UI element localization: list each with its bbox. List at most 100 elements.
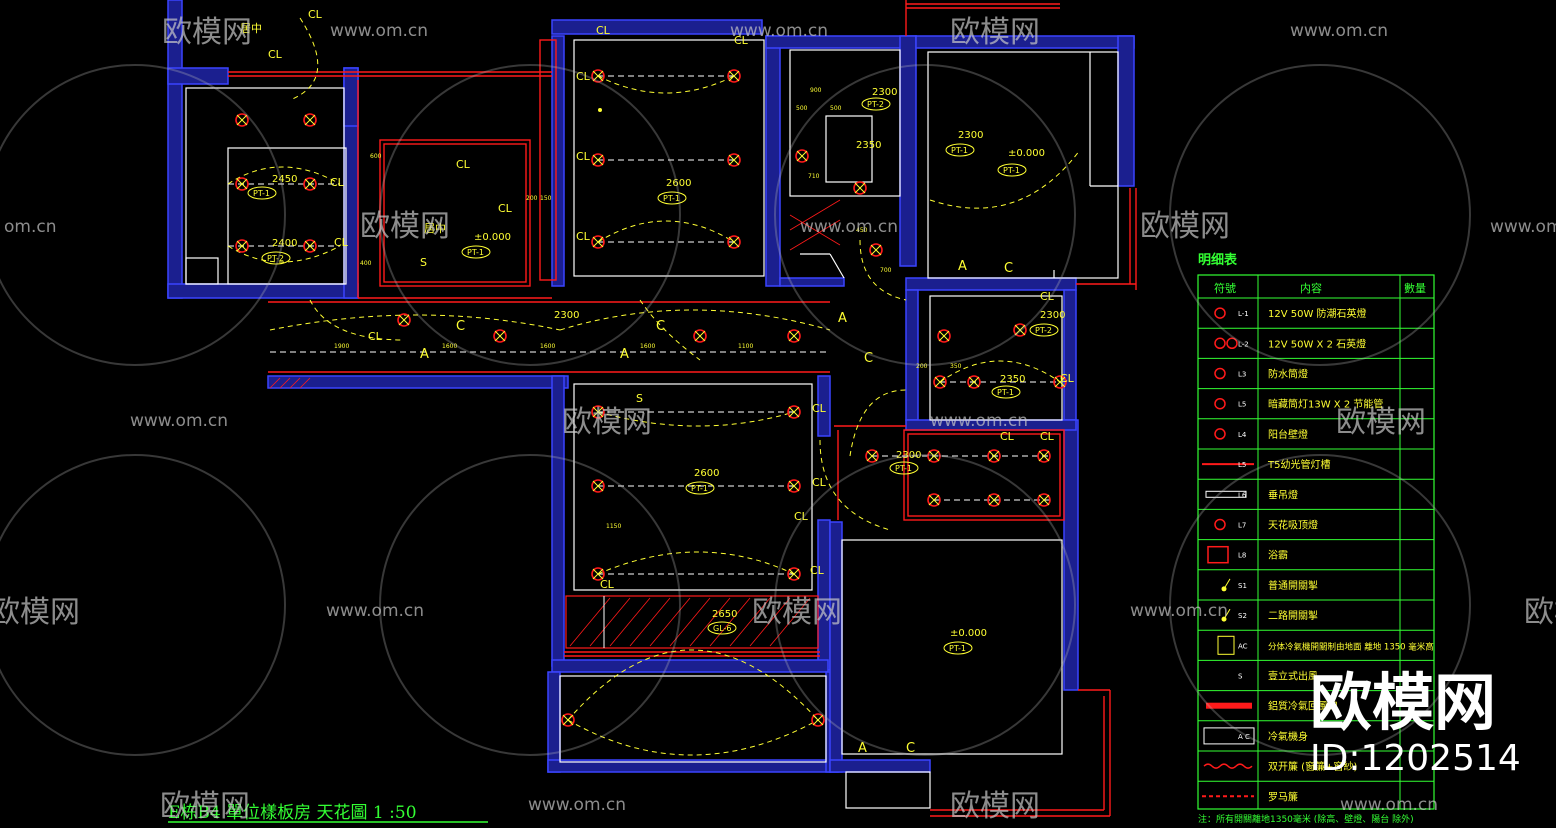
legend-row: 罗马簾 <box>1198 780 1434 803</box>
legend-description: 暗藏筒灯13W X 2 节能管 <box>1268 398 1383 411</box>
tag-8: PT-2 <box>1029 323 1059 337</box>
watermark-site-1: www.om.cn <box>330 21 428 41</box>
legend-code: AC <box>1238 642 1248 650</box>
legend-row: AC 分体冷氣機開關制由地面 離地 1350 毫米高 <box>1198 629 1434 655</box>
dim-10: 400 <box>360 260 372 267</box>
centerline-mark: CL <box>456 158 471 171</box>
watermark-brand-11: 欧模网 <box>950 789 1040 824</box>
legend-row: 鋁質冷氣回風口 <box>1198 690 1434 713</box>
watermark-id: ID:1202514 <box>1310 738 1521 779</box>
legend-symbol-icon <box>1214 518 1226 531</box>
watermark-site-9: www.om.cn <box>326 601 424 621</box>
legend-symbol-icon <box>1205 490 1247 498</box>
legend-symbol-icon <box>1207 545 1229 564</box>
legend-description: 鋁質冷氣回風口 <box>1268 700 1338 713</box>
watermark-brand-2: 欧模网 <box>950 15 1040 50</box>
legend-description: 二路開關掣 <box>1268 609 1318 622</box>
tag-1: PT-1 <box>247 186 277 200</box>
light-fixture-icon <box>987 493 1001 507</box>
legend-code: A C <box>1238 733 1250 741</box>
legend-description: 冷氣機身 <box>1268 730 1308 743</box>
light-fixture-icon <box>561 713 575 727</box>
watermark-brand-6: 欧模网 <box>1336 405 1426 440</box>
watermark-brand-4: 欧模网 <box>1140 209 1230 244</box>
watermark-site-10: www.om.cn <box>1130 601 1228 621</box>
light-fixture-icon <box>811 713 825 727</box>
legend-description: 分体冷氣機開關制由地面 離地 1350 毫米高 <box>1268 641 1434 652</box>
legend-row: 双开簾 (窗簾+窗紗) <box>1198 750 1434 773</box>
dim-4: 1600 <box>640 343 655 350</box>
tag-7: PT-1 <box>997 163 1027 177</box>
dim-2: 1600 <box>442 343 457 350</box>
height-10: 2600 <box>694 468 719 479</box>
legend-description: 12V 50W 防潮石英燈 <box>1268 307 1367 320</box>
light-fixture-icon <box>1037 493 1051 507</box>
legend-footnote: 注：所有開關離地1350毫米 (除高、壁燈、陽台 除外) <box>1198 813 1414 824</box>
legend-symbol-icon <box>1203 763 1253 769</box>
light-fixture-icon <box>927 493 941 507</box>
svg-text:PT-1: PT-1 <box>895 464 912 473</box>
light-fixture-icon <box>927 449 941 463</box>
light-fixture-icon <box>591 405 605 419</box>
legend-code: S <box>1238 673 1243 681</box>
light-fixture-icon <box>1037 449 1051 463</box>
tag-11: PT-1 <box>889 461 919 475</box>
hatched-strip <box>269 199 841 389</box>
legend-code: L4 <box>1238 431 1247 439</box>
watermark-site-6: www.om.cn <box>1490 217 1556 237</box>
legend-code: L5 <box>1238 401 1246 409</box>
legend-symbol-icon <box>1214 367 1226 380</box>
dim-11: 150 <box>540 195 552 202</box>
section-letter-7: A <box>958 259 967 274</box>
drawing-title: E栋B4 單位樣板房 天花圖 1 :50 <box>168 803 488 823</box>
watermark-brand-large: 欧模网 <box>1310 666 1496 739</box>
legend-code: S2 <box>1238 612 1247 620</box>
ceiling-boundaries <box>228 0 1137 817</box>
height-13: ±0.000 <box>474 232 511 243</box>
watermark-site-7: www.om.cn <box>130 411 228 431</box>
centerline-mark: CL <box>812 402 827 415</box>
light-fixture-icon <box>493 329 507 343</box>
dimension-labels: 1900 1600 1600 1600 1100 900 500 500 600… <box>334 87 962 530</box>
legend-symbol-icon <box>1214 397 1226 410</box>
legend-symbol-icon <box>1214 337 1226 350</box>
legend-symbol-icon <box>1214 428 1226 440</box>
centerline-mark: CL <box>268 48 283 61</box>
svg-text:PT-1: PT-1 <box>997 388 1014 397</box>
light-fixture-icon <box>787 567 801 581</box>
legend-header-qty: 數量 <box>1404 282 1426 295</box>
svg-text:PT-2: PT-2 <box>267 254 284 263</box>
wiring-runs <box>227 17 1081 756</box>
height-markers <box>598 108 602 112</box>
legend-symbol-icon <box>1217 635 1235 655</box>
centerline-mark: CL <box>308 8 323 21</box>
light-fixture-icon <box>727 69 741 83</box>
legend-description: 12V 50W X 2 石英燈 <box>1268 337 1366 350</box>
centerline-mark: CL <box>596 24 611 37</box>
legend-code: L-1 <box>1238 310 1249 318</box>
tag-6: PT-1 <box>945 143 975 157</box>
centerline-mark: CL <box>1000 430 1015 443</box>
dim-8: 500 <box>830 105 842 112</box>
legend-row: L-1 12V 50W 防潮石英燈 <box>1198 297 1434 320</box>
section-letter-11: S <box>420 256 427 269</box>
tag-12: PT-1 <box>943 641 973 655</box>
ceiling-outlines <box>185 39 1119 809</box>
room-annotations: 居中 居中 2300 2300 2350 2450 2400 2600 2300… <box>240 22 1065 756</box>
label-center-1: 居中 <box>240 22 262 35</box>
centerline-mark: CL <box>368 330 383 343</box>
legend-code: L5 <box>1238 461 1246 469</box>
dim-1: 1900 <box>334 343 349 350</box>
legend-row: A C 冷氣機身 <box>1198 720 1434 745</box>
height-15: ±0.000 <box>950 628 987 639</box>
light-fixture-icon <box>303 113 317 127</box>
legend-code: L3 <box>1238 371 1246 379</box>
dim-12: 200 <box>526 195 538 202</box>
tag-4: PT-1 <box>657 191 687 205</box>
centerline-mark: CL <box>334 236 349 249</box>
